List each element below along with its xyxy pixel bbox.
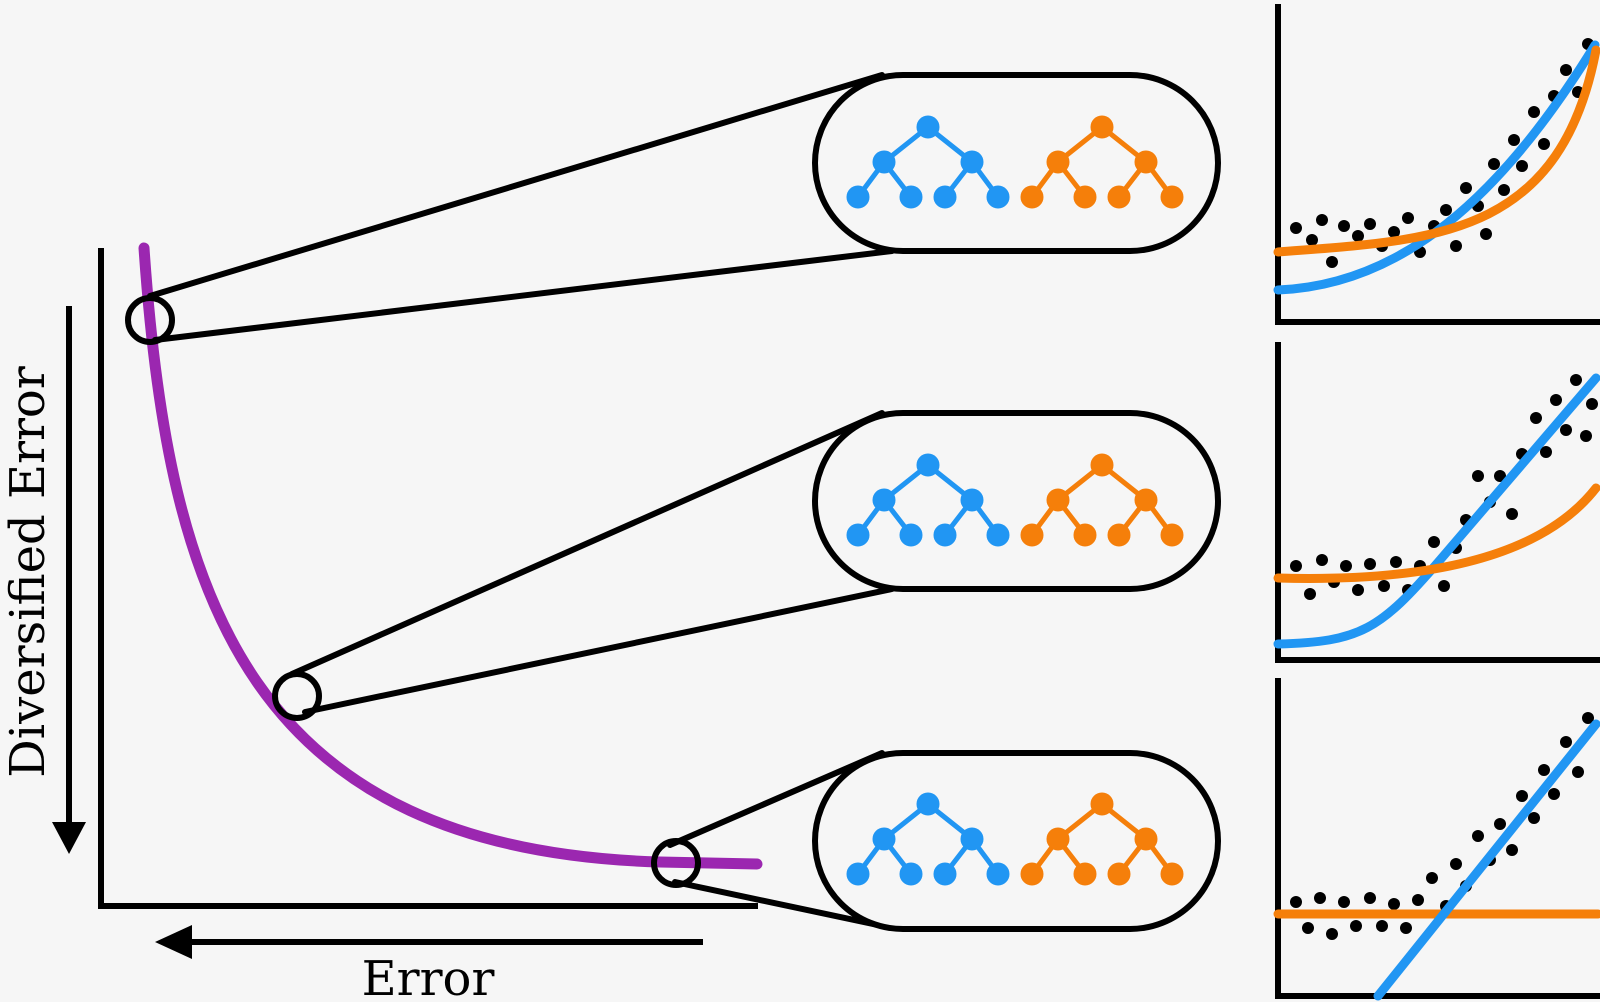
y-axis-label: Diversified Error [0,366,56,778]
curve-marker-top [125,295,175,345]
fit-plot-bottom [1273,678,1600,1001]
pareto-curve [138,242,763,870]
data-points-bottom [1290,712,1594,940]
x-axis-label: Error [362,951,495,1002]
y-direction-arrow [52,306,86,854]
data-points-top [1290,38,1594,268]
x-direction-arrow [155,925,703,959]
fit-plot-top [1273,4,1600,325]
main-axes [98,248,758,909]
curve-marker-bottom [651,838,701,888]
curve-markers [125,295,701,888]
callout-lines [147,72,895,931]
curve-marker-middle [272,671,322,721]
fit-plot-middle [1273,342,1600,663]
